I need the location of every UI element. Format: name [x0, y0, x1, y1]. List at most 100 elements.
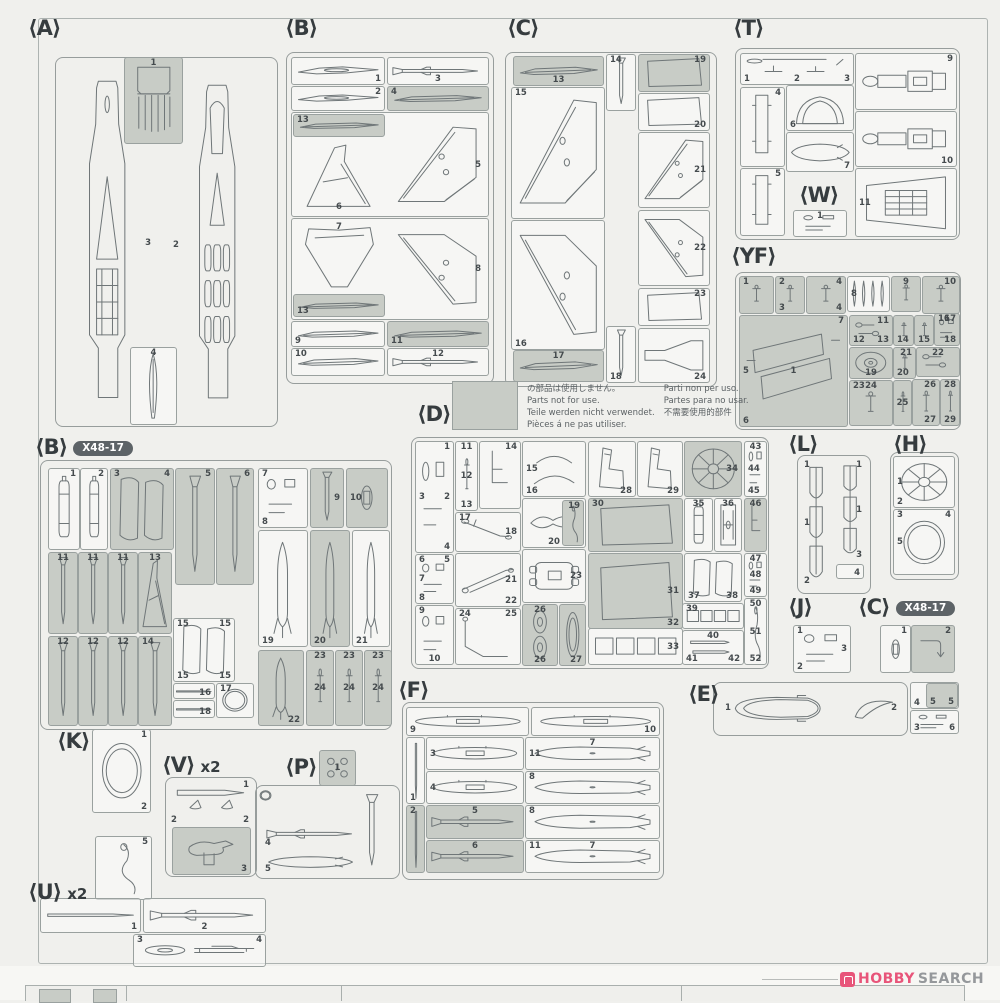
part-drawing-intake: [859, 172, 953, 234]
part-drawing-doors: [113, 472, 171, 546]
part-box: 20: [310, 530, 350, 647]
part-number: 6: [419, 555, 425, 565]
part-number: 23: [570, 570, 582, 581]
part-number: 1: [725, 702, 731, 713]
section-title-d: ⟨D⟩: [417, 402, 452, 426]
part-number: 25: [896, 397, 909, 408]
part-drawing-pin: [457, 445, 477, 508]
part-drawing-missileh: [430, 842, 520, 871]
part-drawing-pitoth: [175, 702, 213, 717]
part-box: 5: [175, 468, 215, 585]
part-box: 3: [387, 57, 489, 85]
part-drawing-wheelrail: [138, 936, 261, 965]
part-number: 9: [410, 724, 416, 735]
part-drawing-fan: [896, 459, 952, 505]
section-label-l: ⟨L⟩: [788, 434, 819, 455]
part-number: 13: [552, 74, 565, 85]
part-drawing-pitotv: [408, 741, 424, 801]
part-drawing-stripsq: [685, 605, 741, 627]
part-number: 6: [790, 119, 796, 130]
part-number: 52: [749, 653, 762, 664]
part-drawing-smallparts: [417, 608, 452, 661]
part-box: 27: [559, 604, 586, 666]
part-number: 16: [526, 485, 538, 496]
part-drawing-pin: [895, 383, 911, 423]
part-number: 1: [410, 792, 416, 803]
part-number: 11: [460, 442, 473, 452]
part-number: 3: [430, 748, 436, 759]
part-drawing-missilev: [608, 329, 634, 380]
part-number: 1: [897, 476, 903, 487]
section-title-k: ⟨K⟩: [57, 729, 90, 753]
part-box: 15: [511, 87, 605, 219]
part-drawing-missilev: [608, 57, 634, 108]
part-number: 1: [804, 517, 810, 528]
part-number: 24: [314, 682, 326, 693]
part-drawing-cylinder: [50, 472, 78, 546]
part-box: 5: [390, 118, 484, 212]
part-number: 5: [743, 365, 749, 376]
legend-line-en: Parts not for use.: [527, 396, 600, 406]
part-box: 11: [48, 552, 78, 634]
section-title-p: ⟨P⟩: [285, 755, 318, 779]
part-number: 6: [472, 841, 478, 851]
part-box: 18: [173, 700, 215, 718]
part-number: 10: [350, 492, 362, 503]
part-number: 19: [568, 501, 580, 511]
part-box: 2: [911, 625, 955, 673]
section-label-c48: ⟨C⟩X48-17: [858, 597, 956, 619]
part-drawing-seatback: [127, 61, 181, 139]
part-drawing-seatside: [639, 444, 680, 494]
part-number: 5: [142, 837, 148, 847]
part-drawing-strake: [295, 350, 381, 374]
part-drawing-hook: [98, 839, 150, 896]
part-box: 12: [48, 636, 78, 726]
part-number: 21: [356, 635, 368, 646]
part-drawing-smallparts: [260, 471, 305, 524]
part-drawing-missilev: [110, 556, 136, 630]
part-number: 11: [117, 553, 129, 563]
part-drawing-nose: [132, 351, 174, 421]
part-box: 2: [143, 898, 266, 933]
part-number: 1: [856, 504, 862, 515]
part-drawing-doors: [687, 556, 740, 599]
part-drawing-pin: [337, 654, 361, 722]
section-label-b: ⟨B⟩: [285, 18, 318, 39]
part-box: 3: [172, 827, 251, 875]
part-drawing-smallparts: [796, 212, 845, 235]
part-number: 23: [853, 381, 865, 391]
part-number: 15: [219, 670, 231, 681]
part-number: 20: [314, 635, 326, 646]
part-drawing-strake: [391, 88, 485, 109]
part-number: 5: [948, 696, 954, 707]
part-number: 42: [728, 653, 740, 664]
part-box: 10: [291, 348, 385, 376]
section-panel-b48: [40, 460, 392, 730]
part-number: 17: [552, 351, 565, 361]
part-drawing-bombv: [312, 536, 348, 642]
part-number: 8: [475, 263, 481, 274]
part-drawing-tanktop: [536, 709, 655, 734]
part-box: 6: [426, 840, 524, 873]
part-box: 11: [387, 321, 489, 347]
part-number: 14: [505, 442, 517, 452]
part-drawing-panelq: [641, 290, 707, 323]
part-number: 11: [57, 553, 69, 563]
part-number: 12: [87, 637, 99, 647]
part-number: 10: [644, 724, 656, 735]
section-title-h: ⟨H⟩: [893, 432, 928, 456]
part-drawing-smallparts: [912, 712, 956, 732]
section-label-d: ⟨D⟩: [417, 402, 452, 426]
part-drawing-links: [851, 317, 890, 344]
part-drawing-flareh: [641, 331, 707, 380]
part-box: 10: [531, 707, 660, 736]
part-box: 1: [739, 276, 774, 314]
section-label-p: ⟨P⟩: [285, 755, 318, 779]
part-number: 15: [526, 463, 538, 474]
